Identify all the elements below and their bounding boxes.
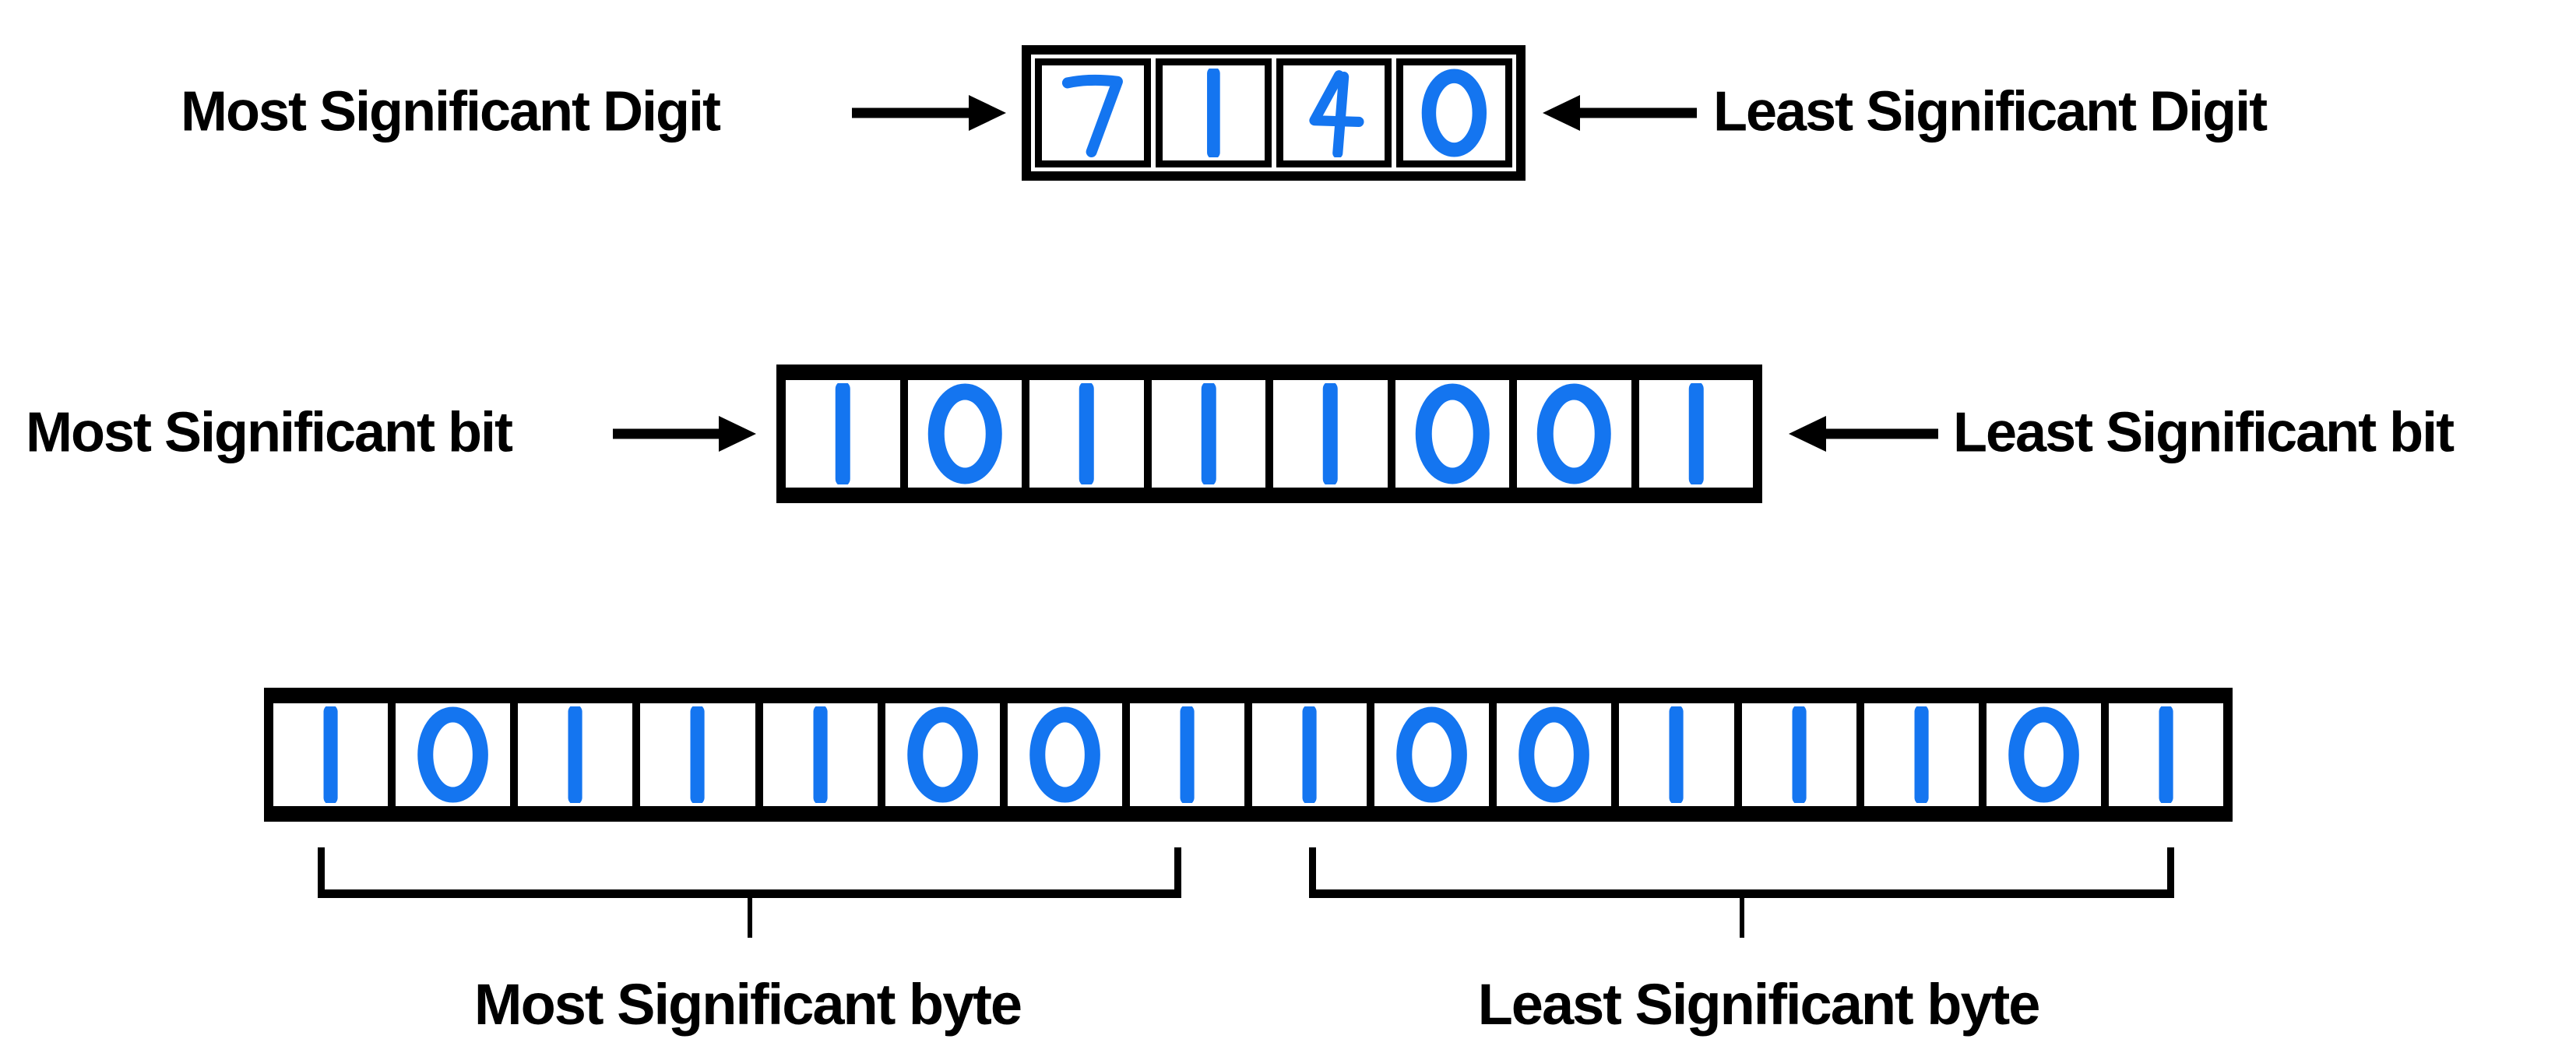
word-bit-box <box>264 688 2233 822</box>
digit-glyph-1 <box>1914 706 1929 803</box>
cell-digit-0 <box>392 697 515 812</box>
cell-digit-1 <box>758 697 882 812</box>
cell-digit-1 <box>636 697 759 812</box>
cell-digit-1 <box>1026 374 1148 494</box>
cell-digit-0 <box>1513 374 1635 494</box>
most-significant-byte-label: Most Significant byte <box>473 972 1022 1037</box>
digit-glyph-1 <box>690 706 705 803</box>
cell-digit-1 <box>1125 697 1248 812</box>
bracket-tick <box>1309 847 1316 897</box>
digit-glyph-1 <box>1201 383 1216 484</box>
bracket-tick <box>1174 847 1181 897</box>
most-significant-digit-label: Most Significant Digit <box>181 80 721 143</box>
cell-digit-1 <box>1269 374 1392 494</box>
digit-glyph-0 <box>906 706 978 803</box>
cell-digit-0 <box>1391 374 1513 494</box>
digit-glyph-1 <box>323 706 338 803</box>
least-significant-digit-label: Least Significant Digit <box>1713 80 2268 143</box>
least-significant-bit-label: Least Significant bit <box>1953 401 2455 464</box>
digit-glyph-0 <box>1421 69 1487 157</box>
digit-glyph-1 <box>568 706 582 803</box>
digit-glyph-0 <box>2008 706 2079 803</box>
cell-digit-1 <box>1737 697 1860 812</box>
digit-glyph-1 <box>2159 706 2173 803</box>
digit-glyph-0 <box>1396 706 1467 803</box>
bracket-tick <box>2167 847 2174 897</box>
cell-digit-0 <box>1371 697 1494 812</box>
cell-digit-1 <box>1155 58 1272 167</box>
cell-digit-1 <box>1635 374 1753 494</box>
cell-digit-0 <box>903 374 1026 494</box>
arrow-right-icon <box>613 416 756 452</box>
cell-digit-0 <box>1003 697 1126 812</box>
digit-glyph-1 <box>1688 383 1704 484</box>
cell-digit-7 <box>1035 58 1151 167</box>
digit-glyph-1 <box>835 383 850 484</box>
arrow-right-icon <box>852 95 1006 131</box>
binary-bit-box <box>776 365 1762 503</box>
digit-glyph-0 <box>1029 706 1100 803</box>
digit-glyph-0 <box>1536 383 1611 484</box>
cell-digit-1 <box>1615 697 1738 812</box>
cell-digit-4 <box>1276 58 1392 167</box>
digit-glyph-1 <box>1322 383 1338 484</box>
digit-glyph-1 <box>1669 706 1684 803</box>
msb-byte-bracket <box>318 847 1181 938</box>
cell-digit-0 <box>1493 697 1616 812</box>
digit-glyph-0 <box>417 706 488 803</box>
digit-glyph-1 <box>1792 706 1807 803</box>
digit-glyph-1 <box>813 706 828 803</box>
digit-glyph-7 <box>1061 74 1123 157</box>
lsb-byte-bracket <box>1309 847 2174 938</box>
cell-digit-1 <box>514 697 637 812</box>
digit-glyph-0 <box>1415 383 1490 484</box>
cell-digit-0 <box>881 697 1004 812</box>
digit-glyph-4 <box>1308 70 1364 157</box>
cell-digit-1 <box>1860 697 1983 812</box>
digit-glyph-1 <box>1180 706 1195 803</box>
cell-digit-1 <box>2104 697 2223 812</box>
cell-digit-1 <box>273 697 392 812</box>
digit-glyph-1 <box>1206 69 1220 157</box>
digit-glyph-1 <box>1079 383 1094 484</box>
digit-glyph-0 <box>1519 706 1590 803</box>
cell-digit-1 <box>1147 374 1269 494</box>
digit-glyph-0 <box>927 383 1002 484</box>
cell-digit-0 <box>1982 697 2105 812</box>
cell-digit-1 <box>786 374 904 494</box>
cell-digit-0 <box>1396 58 1512 167</box>
cell-digit-1 <box>1248 697 1371 812</box>
bracket-stem <box>747 893 752 938</box>
most-significant-bit-label: Most Significant bit <box>26 401 513 464</box>
arrow-left-icon <box>1789 416 1938 452</box>
bracket-tick <box>318 847 325 897</box>
least-significant-byte-label: Least Significant byte <box>1477 972 2041 1037</box>
arrow-left-icon <box>1543 95 1697 131</box>
decimal-digit-box <box>1022 45 1526 181</box>
bracket-stem <box>1739 893 1744 938</box>
digit-glyph-1 <box>1302 706 1317 803</box>
